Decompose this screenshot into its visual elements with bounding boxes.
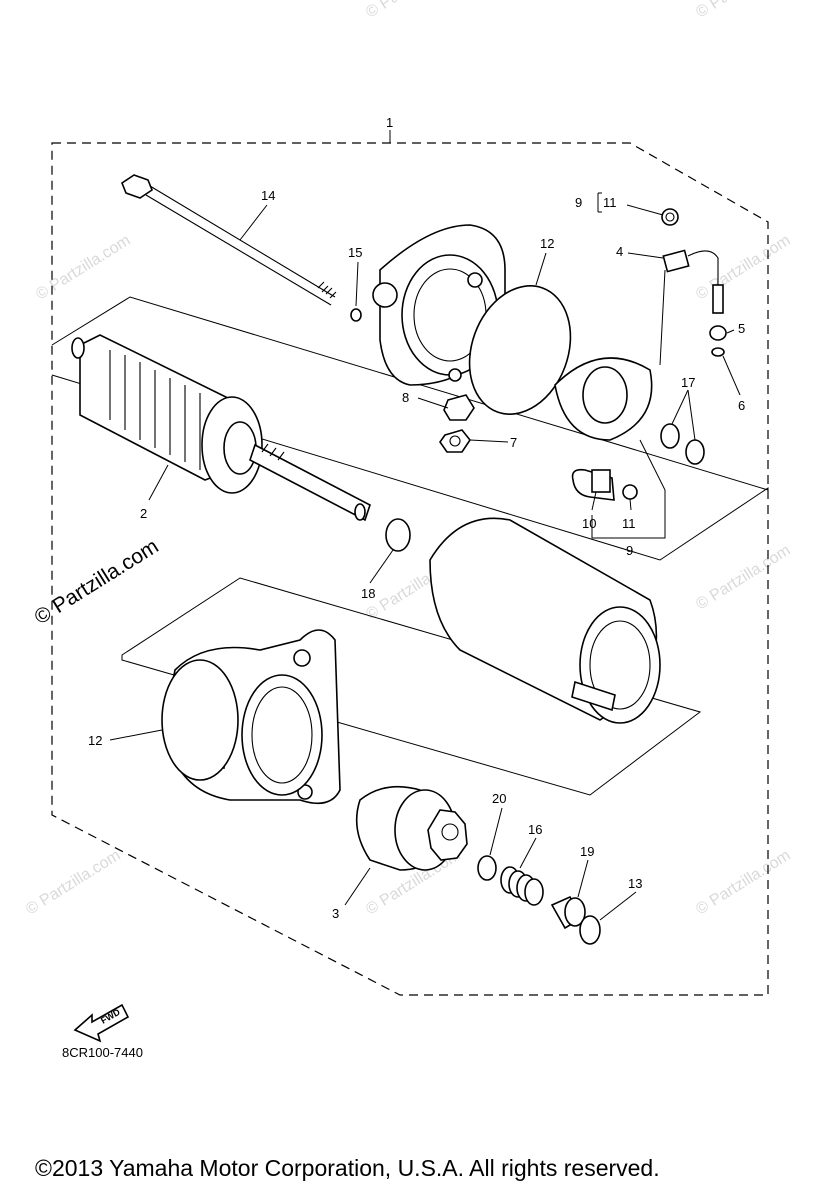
washer-part-18 (385, 518, 411, 552)
callout-11: 11 (603, 195, 617, 210)
watermark: © Partzilla.com (693, 847, 793, 919)
washer-part-17 (660, 423, 680, 449)
callout-20: 20 (492, 791, 506, 806)
watermark: © Partzilla.com (693, 0, 793, 21)
callout-1: 1 (386, 115, 393, 130)
assembly-boundary (51, 142, 769, 996)
circlip-part-13 (579, 915, 601, 945)
callout-5: 5 (738, 321, 745, 336)
armature-part-2 (71, 334, 371, 522)
spring-part-16 (500, 866, 544, 906)
callout-9: 9 (575, 195, 582, 210)
watermark: © Partzilla.com (693, 542, 793, 614)
callout-12-front: 12 (88, 733, 102, 748)
watermark: © Partzilla.com (363, 0, 463, 21)
nut-part-7 (439, 429, 471, 453)
callout-7: 7 (510, 435, 517, 450)
circlip-part-20 (477, 855, 497, 881)
watermark: © Partzilla.com (33, 232, 133, 304)
watermark-large: © Partzilla.com (30, 535, 162, 629)
panel-middle (121, 577, 702, 796)
yoke-housing (429, 517, 661, 724)
copyright-notice: ©2013 Yamaha Motor Corporation, U.S.A. A… (35, 1155, 660, 1181)
brush-lead-part-4 (659, 249, 724, 366)
callout-6: 6 (738, 398, 745, 413)
panel-upper (51, 296, 769, 561)
washer-part-5 (709, 325, 727, 341)
pinion-clutch-part-3 (355, 785, 468, 871)
diagram-code: 8CR100-7440 (62, 1045, 143, 1060)
nut-part-8 (443, 394, 475, 421)
callout-2: 2 (140, 506, 147, 521)
o-ring-part-12-front (161, 659, 239, 781)
o-ring-part-12 (468, 285, 572, 415)
screw-part-11 (661, 208, 679, 226)
callout-8: 8 (402, 390, 409, 405)
callout-3: 3 (332, 906, 339, 921)
callout-15: 15 (348, 245, 362, 260)
watermark: © Partzilla.com (693, 232, 793, 304)
callout-12: 12 (540, 236, 554, 251)
o-ring-part-6 (711, 347, 725, 357)
brush-part-10 (571, 468, 615, 501)
callout-17: 17 (681, 375, 695, 390)
washer-part-17 (685, 439, 705, 465)
callout-19: 19 (580, 844, 594, 859)
watermark: © Partzilla.com (23, 847, 123, 919)
callout-13: 13 (628, 876, 642, 891)
screw-part-11-lower (622, 484, 638, 500)
callout-14: 14 (261, 188, 275, 203)
watermark-group: © Partzilla.com © Partzilla.com © Partzi… (23, 0, 793, 918)
callout-16: 16 (528, 822, 542, 837)
callout-10: 10 (582, 516, 596, 531)
leader-lines (109, 130, 741, 921)
callout-11-lower: 11 (622, 516, 636, 531)
sleeve-part-19 (550, 895, 586, 930)
callout-4: 4 (616, 244, 623, 259)
o-ring-part-15 (350, 308, 362, 322)
through-bolt-part-14 (121, 174, 337, 306)
callout-9-lower: 9 (626, 543, 633, 558)
callout-labels: 1 14 15 12 9 11 4 5 6 17 8 7 10 11 9 2 1… (88, 115, 745, 921)
callout-18: 18 (361, 586, 375, 601)
brush-holder-plate-part-9 (554, 357, 653, 441)
forward-arrow-icon: FWD (73, 1003, 130, 1043)
